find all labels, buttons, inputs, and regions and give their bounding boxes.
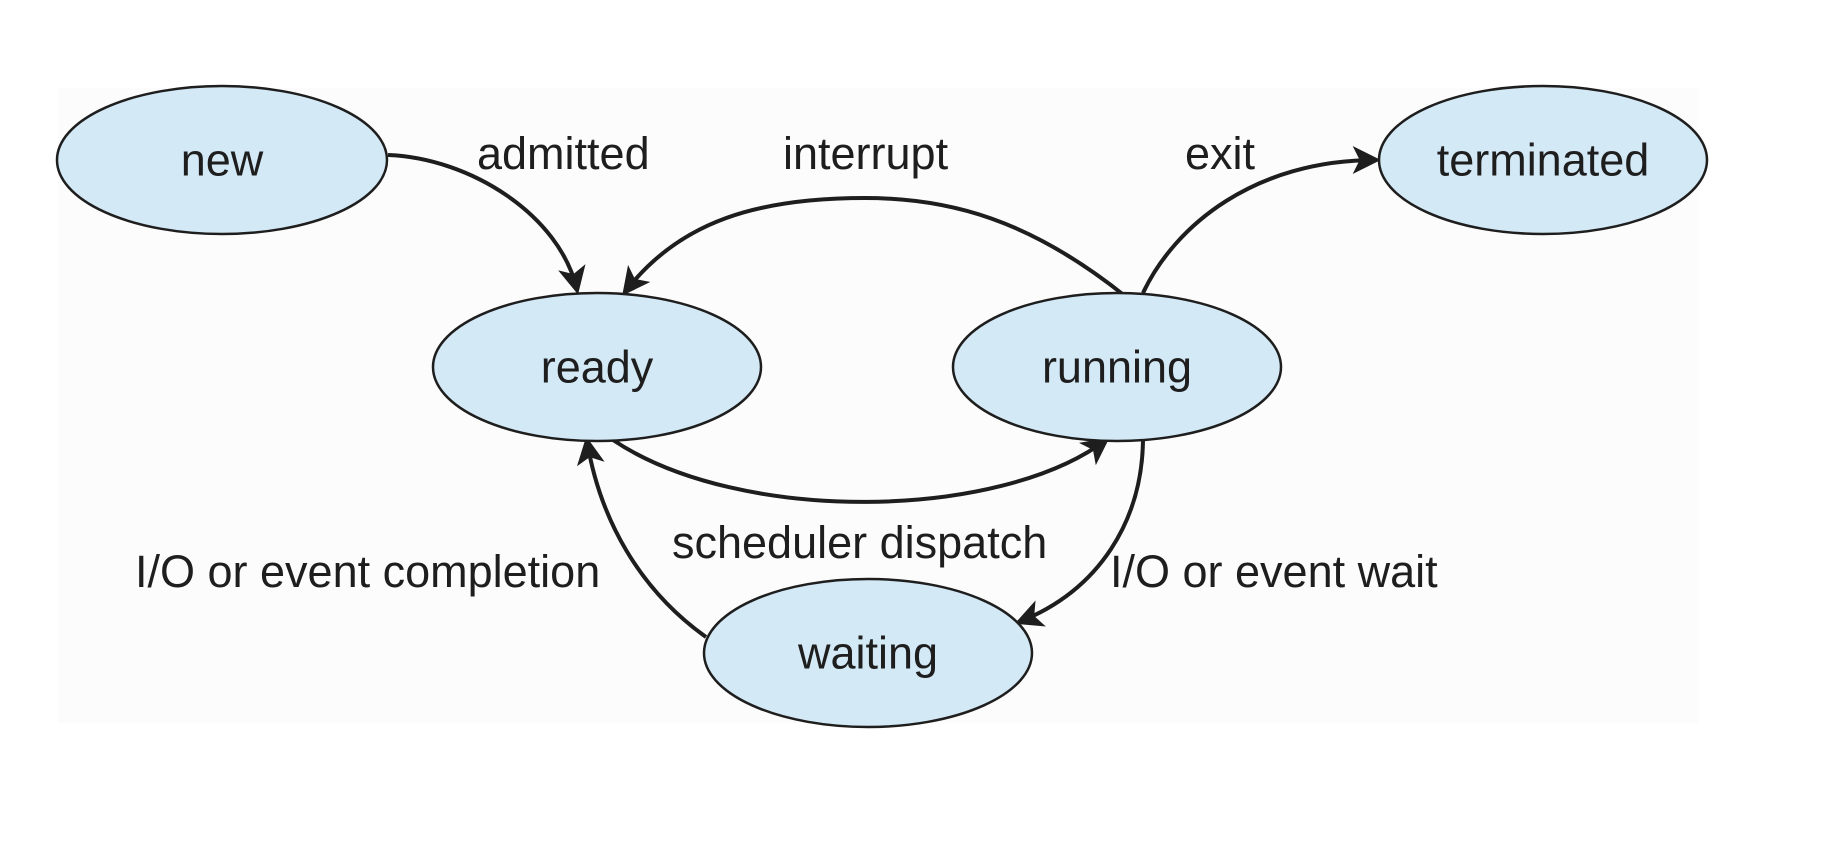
- state-terminated: terminated: [1377, 84, 1709, 236]
- label-scheduler-dispatch: scheduler dispatch: [672, 517, 1047, 568]
- state-new: new: [55, 84, 389, 236]
- edge-interrupt: [622, 195, 1127, 298]
- state-running-label: running: [1042, 342, 1192, 393]
- label-admitted: admitted: [477, 128, 650, 179]
- state-running: running: [951, 291, 1283, 443]
- label-interrupt: interrupt: [783, 128, 949, 179]
- edge-io-event-wait: [1014, 439, 1145, 627]
- state-new-label: new: [181, 135, 264, 186]
- state-waiting: waiting: [702, 577, 1034, 729]
- edge-admitted: [387, 153, 586, 295]
- state-ready-label: ready: [541, 342, 654, 393]
- label-io-event-wait: I/O or event wait: [1110, 546, 1438, 597]
- label-io-event-completion: I/O or event completion: [135, 546, 600, 597]
- state-terminated-label: terminated: [1437, 135, 1650, 186]
- label-exit: exit: [1185, 128, 1256, 179]
- edge-scheduler-dispatch: [611, 437, 1110, 504]
- state-ready: ready: [431, 291, 763, 443]
- edge-io-event-completion: [576, 436, 708, 639]
- state-waiting-label: waiting: [797, 628, 938, 679]
- edge-exit: [1141, 146, 1381, 294]
